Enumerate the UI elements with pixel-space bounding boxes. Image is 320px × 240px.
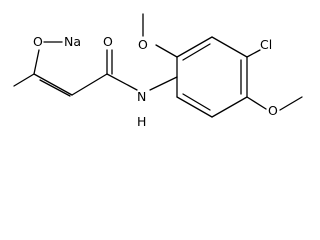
bond-set [13,13,303,118]
atom-label-methoxy-oxygen-bottom: O [268,103,278,118]
ring-bond-f [176,96,213,118]
atom-label-methoxy-oxygen-top: O [138,37,148,52]
bond-ring-cl [246,49,261,58]
atom-label-nitrogen: N [137,89,146,104]
atom-label-nitrogen-hydrogen: H [137,114,146,129]
bond-c3-c2-inner [39,79,71,97]
ring-double-1 [182,43,211,61]
bond-c2-c1 [71,73,108,96]
atom-label-chlorine: Cl [260,37,272,52]
bond-methyl-c3 [13,73,35,87]
structure-diagram: O Na O N H O Cl O [13,13,303,129]
bond-n-ring [149,76,178,91]
bond-c1-n [106,73,138,91]
ring-bond-c [211,36,248,58]
atom-labels: O Na O N H O Cl O [33,34,278,129]
bond-o-methyl-bottom [279,96,303,111]
atom-label-sodium: Na [64,34,81,49]
bond-ring-ome-bottom [246,96,267,110]
ring-double-3 [182,93,211,111]
bond-ring-ome-top [155,44,178,58]
atom-label-carbonyl-oxygen: O [103,34,113,49]
ring-bond-e [211,96,248,118]
atom-label-enol-oxygen: O [33,34,43,49]
bond-c3-o [33,49,40,75]
bond-c3-c2 [33,73,73,96]
ring-bond-b [176,36,213,58]
